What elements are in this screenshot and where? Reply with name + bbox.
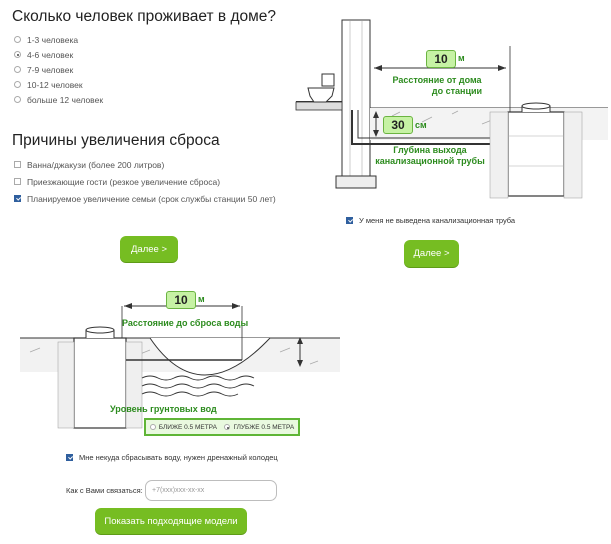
- house-distance-label-line2: до станции: [431, 86, 483, 96]
- drain-distance-value[interactable]: 10: [166, 291, 196, 309]
- house-depth-value[interactable]: 30: [383, 116, 413, 134]
- drain-distance-label: Расстояние до сброса воды: [122, 318, 249, 328]
- no-pipe-label: У меня не выведена канализационная труба: [359, 216, 516, 225]
- option-label: 7-9 человек: [27, 64, 74, 75]
- radio-selected-icon[interactable]: [224, 424, 231, 430]
- house-distance-value[interactable]: 10: [426, 50, 456, 68]
- house-station-diagram: [295, 19, 608, 199]
- residents-option-1[interactable]: 1-3 человека: [14, 32, 103, 47]
- residents-option-4[interactable]: 10-12 человек: [14, 77, 103, 92]
- drain-distance-unit: м: [198, 294, 205, 304]
- groundwater-option-deeper-label: ГЛУБЖЕ 0.5 МЕТРА: [233, 423, 295, 431]
- toilet-icon: [307, 73, 335, 103]
- radio-icon[interactable]: [14, 36, 21, 43]
- residents-option-3[interactable]: 7-9 человек: [14, 62, 103, 77]
- house-distance-unit: м: [458, 53, 465, 63]
- option-label: Планируемое увеличение семьи (срок служб…: [27, 193, 276, 204]
- show-models-button[interactable]: Показать подходящие модели: [95, 508, 247, 534]
- option-label: 1-3 человека: [27, 34, 79, 45]
- checkbox-checked-icon[interactable]: [346, 217, 353, 224]
- house-next-button[interactable]: Далее >: [404, 240, 459, 267]
- option-label: больше 12 человек: [27, 94, 104, 105]
- residents-option-5[interactable]: больше 12 человек: [14, 92, 103, 107]
- no-drain-option[interactable]: Мне некуда сбрасывать воду, нужен дренаж…: [66, 450, 278, 465]
- groundwater-label: Уровень грунтовых вод: [110, 404, 217, 414]
- discharge-options: Ванна/джакузи (более 200 литров) Приезжа…: [14, 156, 276, 207]
- groundwater-option-closer-label: БЛИЖЕ 0.5 МЕТРА: [158, 423, 217, 431]
- checkbox-checked-icon[interactable]: [66, 454, 73, 461]
- option-label: Ванна/джакузи (более 200 литров): [27, 159, 165, 170]
- groundwater-option-deeper[interactable]: ГЛУБЖЕ 0.5 МЕТРА: [224, 424, 294, 431]
- discharge-option-1[interactable]: Ванна/джакузи (более 200 литров): [14, 156, 276, 173]
- radio-icon[interactable]: [14, 81, 21, 88]
- radio-icon[interactable]: [14, 66, 21, 73]
- option-label: 10-12 человек: [27, 79, 83, 90]
- contact-label: Как с Вами связаться:: [66, 486, 143, 495]
- checkbox-checked-icon[interactable]: [14, 195, 21, 202]
- groundwater-selector: БЛИЖЕ 0.5 МЕТРА ГЛУБЖЕ 0.5 МЕТРА: [144, 418, 300, 436]
- house-depth-unit: см: [415, 120, 427, 130]
- phone-input[interactable]: +7(xxx)xxx-xx-xx: [145, 480, 277, 501]
- radio-icon[interactable]: [14, 96, 21, 103]
- septic-station-icon: [489, 102, 583, 199]
- no-pipe-option[interactable]: У меня не выведена канализационная труба: [346, 213, 515, 228]
- septic-station-icon: [57, 326, 143, 429]
- groundwater-option-closer[interactable]: БЛИЖЕ 0.5 МЕТРА: [149, 423, 217, 431]
- discharge-option-2[interactable]: Приезжающие гости (резкое увеличение сбр…: [14, 173, 276, 190]
- option-label: Приезжающие гости (резкое увеличение сбр…: [27, 176, 221, 187]
- checkbox-icon[interactable]: [14, 178, 21, 185]
- house-distance-label-line1: Расстояние от дома: [392, 75, 482, 85]
- radio-icon[interactable]: [149, 424, 156, 430]
- residents-title: Сколько человек проживает в доме?: [12, 8, 276, 25]
- discharge-title: Причины увеличения сброса: [12, 132, 220, 149]
- house-depth-label-line2: канализационной трубы: [375, 156, 485, 166]
- option-label: 4-6 человек: [27, 49, 74, 60]
- discharge-next-button[interactable]: Далее >: [120, 236, 178, 262]
- radio-selected-icon[interactable]: [14, 51, 21, 58]
- house-depth-label-line1: Глубина выхода: [393, 145, 467, 155]
- residents-option-2[interactable]: 4-6 человек: [14, 47, 103, 62]
- house-depth-label: Глубина выхода канализационной трубы: [370, 145, 490, 167]
- discharge-option-3[interactable]: Планируемое увеличение семьи (срок служб…: [14, 190, 276, 207]
- house-distance-label: Расстояние от дома до станции: [372, 75, 502, 97]
- checkbox-icon[interactable]: [14, 161, 21, 168]
- residents-options: 1-3 человека 4-6 человек 7-9 человек 10-…: [14, 32, 103, 107]
- drain-diagram: [20, 303, 340, 429]
- no-drain-label: Мне некуда сбрасывать воду, нужен дренаж…: [79, 453, 278, 462]
